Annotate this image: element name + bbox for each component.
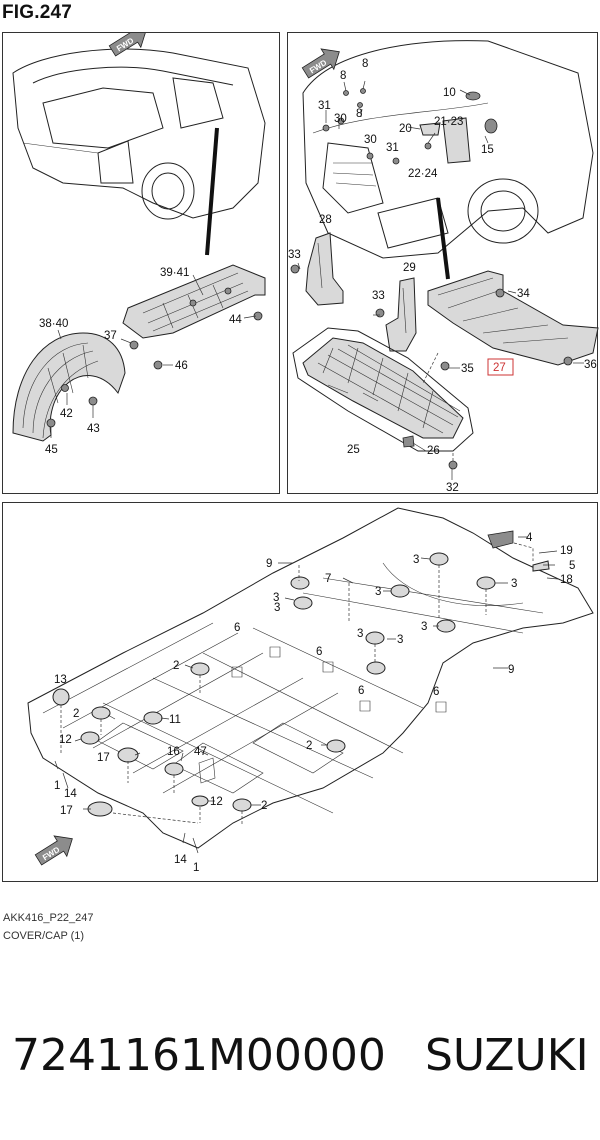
callout-17-b: 17	[60, 805, 73, 817]
rear-floor-cover-part	[122, 264, 266, 339]
callout-12-a: 12	[59, 734, 72, 746]
callout-18: 18	[560, 574, 573, 586]
side-bracket-parts	[305, 232, 417, 352]
zoom-indicator-line	[205, 127, 219, 256]
front-covers-drawing: FWD	[288, 40, 599, 494]
fwd-arrow-icon: FWD	[108, 33, 147, 57]
callout-19: 19	[560, 545, 573, 557]
front-under-cover-part	[292, 327, 474, 452]
alignment-dashes	[60, 542, 534, 825]
callout-29: 29	[403, 262, 416, 274]
callout-2-b: 2	[73, 708, 79, 720]
callout-27: 27	[493, 362, 506, 374]
callout-3-a: 3	[413, 554, 419, 566]
leader-lines	[50, 274, 257, 438]
wheel-arch-liner-part	[12, 332, 126, 442]
callout-22-24: 22·24	[408, 168, 438, 180]
callout-30-a: 30	[334, 113, 347, 125]
callout-6-b: 6	[316, 646, 322, 658]
figure-title: FIG.247	[2, 2, 73, 23]
callout-9-a: 9	[266, 558, 272, 570]
callout-4: 4	[526, 532, 533, 544]
hood-clips	[322, 88, 498, 165]
callout-3-e: 3	[421, 621, 427, 633]
callout-14-a: 14	[64, 788, 77, 800]
callout-3-f: 3	[397, 634, 403, 646]
callout-43: 43	[87, 423, 100, 435]
callout-42: 42	[60, 408, 73, 420]
callout-32: 32	[446, 482, 459, 494]
callout-47: 47	[194, 746, 207, 758]
fwd-arrow-icon: FWD	[34, 835, 73, 866]
callout-45: 45	[45, 444, 58, 456]
brand-name: SUZUKI	[425, 1030, 589, 1081]
panel-front-engine-covers: FWD	[287, 32, 599, 494]
callout-10: 10	[443, 87, 456, 99]
callout-37: 37	[104, 330, 117, 342]
callout-5: 5	[569, 560, 575, 572]
callout-12-b: 12	[210, 796, 223, 808]
callout-11: 11	[169, 714, 181, 726]
callout-28: 28	[319, 214, 332, 226]
callout-17-a: 17	[97, 752, 110, 764]
diagram-description: COVER/CAP (1)	[3, 930, 85, 942]
callout-1-b: 1	[193, 862, 199, 874]
fastener-clips	[290, 264, 573, 470]
callout-35: 35	[461, 363, 474, 375]
callout-14-b: 14	[174, 854, 187, 866]
callout-2-c: 2	[306, 740, 312, 752]
rear-covers-drawing: FWD	[12, 33, 266, 456]
part-number: 7241161M00000	[12, 1030, 386, 1081]
floor-pan-outline	[27, 507, 594, 849]
callout-31-b: 31	[386, 142, 399, 154]
panel-rear-body-covers: FWD	[2, 32, 280, 494]
callout-3-h: 3	[357, 628, 363, 640]
callout-1-a: 1	[54, 780, 60, 792]
callout-26: 26	[427, 445, 440, 457]
callout-3-b: 3	[375, 586, 381, 598]
callout-6-d: 6	[433, 686, 439, 698]
callout-6-a: 6	[234, 622, 240, 634]
callout-3-c: 3	[511, 578, 517, 590]
callout-38-40: 38·40	[39, 318, 68, 330]
callout-9-b: 9	[508, 664, 514, 676]
callout-13: 13	[54, 674, 67, 686]
zoom-indicator-line	[436, 197, 450, 280]
callout-30-b: 30	[364, 134, 377, 146]
callout-3-d: 3	[273, 592, 279, 604]
callout-20: 20	[399, 123, 412, 135]
callout-2-d: 2	[261, 800, 267, 812]
callout-2-a: 2	[173, 660, 179, 672]
callout-3-g: 3	[274, 602, 280, 614]
callout-33-a: 33	[288, 249, 301, 261]
callout-8-b: 8	[362, 58, 368, 70]
diagram-code: AKK416_P22_247	[3, 912, 94, 924]
callout-46: 46	[175, 360, 188, 372]
floor-plugs	[52, 530, 550, 817]
callout-39-41: 39·41	[160, 267, 189, 279]
highlight-box-27	[487, 358, 514, 376]
floor-plugs-drawing: FWD	[27, 507, 594, 874]
engine-under-cover-part	[427, 270, 599, 366]
callout-15: 15	[481, 144, 494, 156]
leader-lines	[297, 80, 584, 480]
callout-6-c: 6	[358, 685, 364, 697]
callout-21-23: 21·23	[434, 116, 463, 128]
leader-lines	[54, 536, 559, 854]
car-rear-outline	[12, 48, 266, 220]
callout-44: 44	[229, 314, 242, 326]
callout-33-b: 33	[372, 290, 385, 302]
panel-floor-plugs: FWD	[2, 502, 598, 882]
callout-16: 16	[167, 746, 180, 758]
callout-7: 7	[325, 573, 331, 585]
fastener-clips	[46, 311, 263, 428]
callout-34: 34	[517, 288, 530, 300]
callout-8-a: 8	[340, 70, 346, 82]
callout-25: 25	[347, 444, 360, 456]
callout-31-a: 31	[318, 100, 331, 112]
fwd-arrow-icon: FWD	[301, 48, 340, 79]
callout-8-c: 8	[356, 108, 362, 120]
car-front-outline	[302, 40, 594, 259]
callout-36: 36	[584, 359, 597, 371]
